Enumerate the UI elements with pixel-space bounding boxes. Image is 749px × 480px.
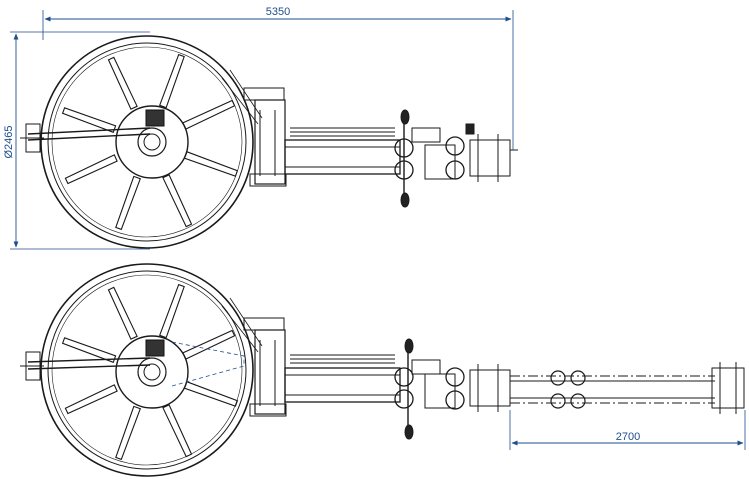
reel-spoke xyxy=(115,405,142,461)
reel-spoke xyxy=(158,53,185,109)
bottom-extension xyxy=(510,362,745,414)
extension-length-label: 2700 xyxy=(616,431,640,443)
dimension-reel-diameter: Ø2465 xyxy=(3,31,150,250)
top-reel-hub xyxy=(115,105,189,179)
dimension-overall-length: 5350 xyxy=(42,6,514,150)
reel-spoke xyxy=(107,56,138,110)
reel-spoke xyxy=(182,329,236,360)
bottom-reel-rim-inner xyxy=(47,270,247,470)
top-reel-rim-inner xyxy=(47,42,247,242)
reel-diameter-label: Ø2465 xyxy=(3,125,15,158)
bottom-reel-spokes xyxy=(61,283,239,461)
bottom-reel-hub xyxy=(115,335,189,409)
reel-spoke xyxy=(115,175,142,231)
top-reel-rim-outer xyxy=(40,35,254,249)
bottom-machine-view xyxy=(20,263,745,477)
reel-spoke xyxy=(183,150,239,177)
reel-spoke xyxy=(162,404,193,458)
overall-length-label: 5350 xyxy=(266,6,290,18)
reel-spoke xyxy=(107,286,138,340)
top-reel-spokes xyxy=(61,53,239,231)
bottom-boom xyxy=(284,367,401,403)
reel-spoke xyxy=(158,283,185,339)
dimension-extension-length: 2700 xyxy=(509,410,746,450)
top-boom xyxy=(284,139,401,175)
reel-spoke xyxy=(61,337,117,364)
reel-spoke xyxy=(183,380,239,407)
reel-spoke xyxy=(182,99,236,130)
top-machine-view xyxy=(20,35,518,249)
reel-spoke xyxy=(61,107,117,134)
reel-spoke xyxy=(64,154,118,185)
bottom-reel-rim-outer xyxy=(40,263,254,477)
reel-spoke xyxy=(162,174,193,228)
reel-spoke xyxy=(64,384,118,415)
